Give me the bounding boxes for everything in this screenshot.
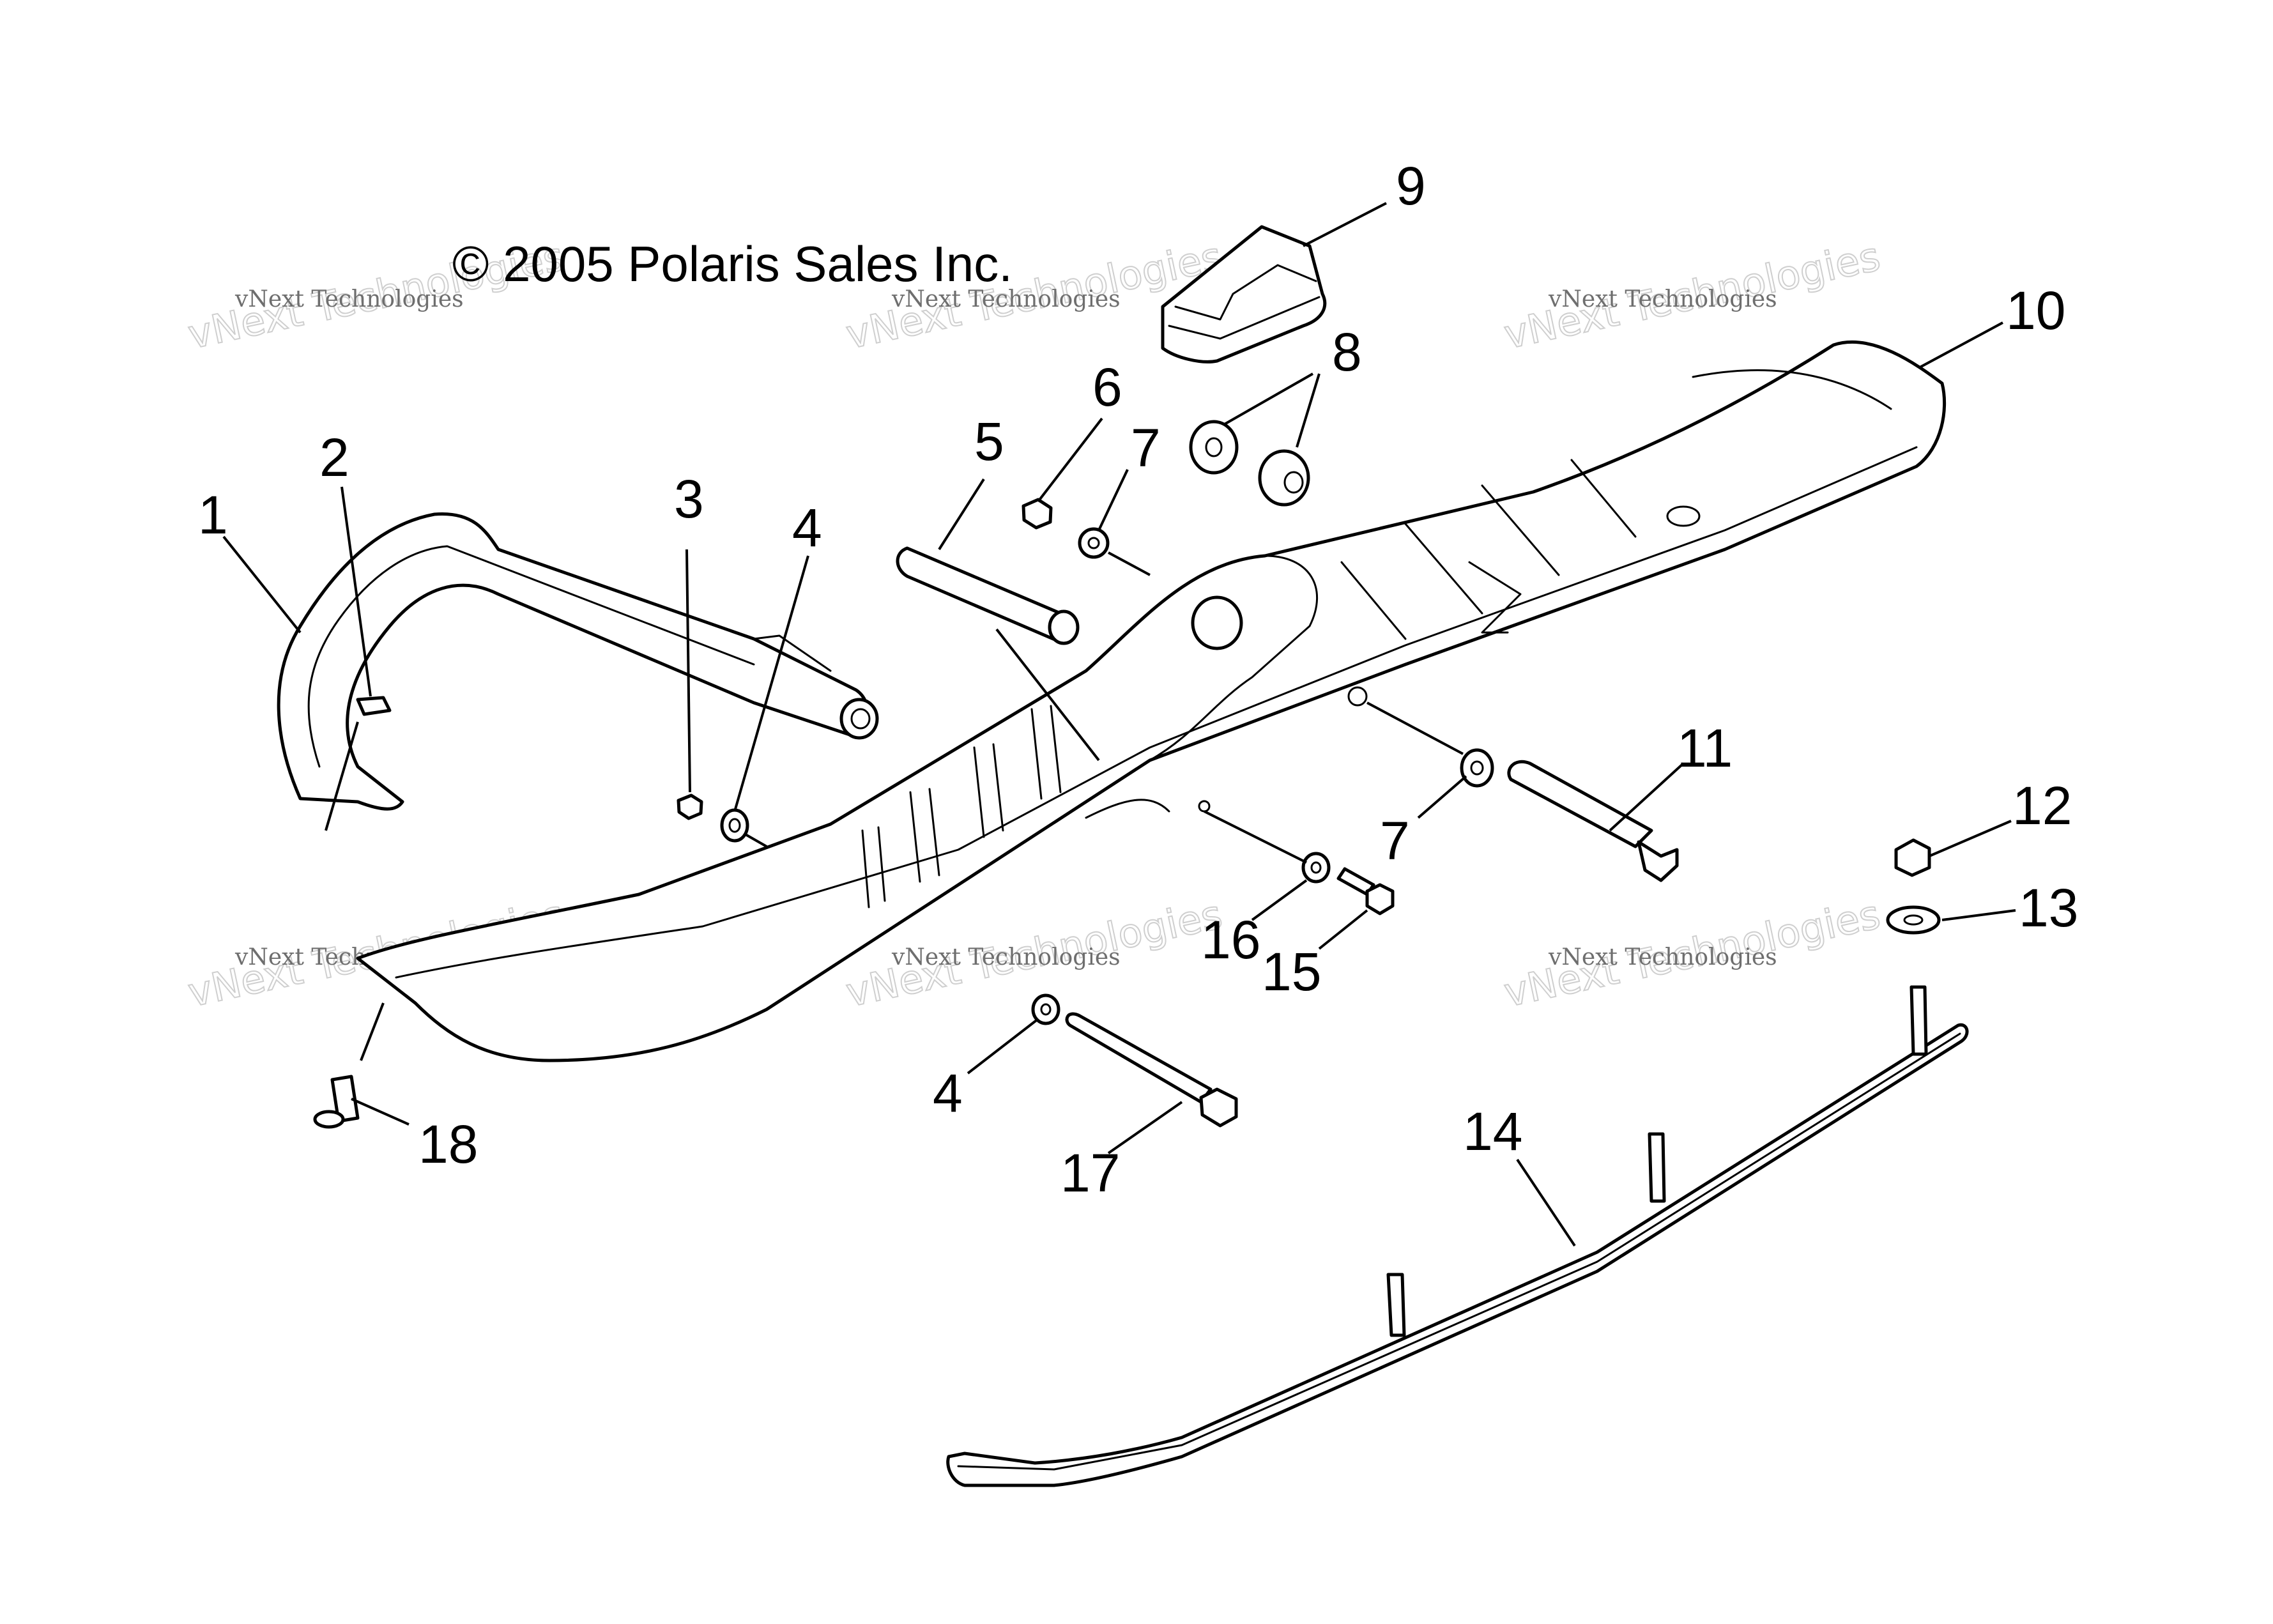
part-4-washer xyxy=(1031,993,1060,1025)
callout-4: 4 xyxy=(792,498,822,558)
part-13-washer xyxy=(1886,905,1941,935)
callout-4-lower: 4 xyxy=(933,1063,963,1123)
callout-9: 9 xyxy=(1396,156,1426,216)
part-10-ski-body xyxy=(356,341,1947,1062)
callout-5: 5 xyxy=(974,411,1004,471)
callout-6: 6 xyxy=(1092,357,1122,417)
leader-lines xyxy=(222,202,2016,1247)
part-15-bolt xyxy=(1336,867,1395,915)
part-11-bolt xyxy=(1507,760,1679,882)
callout-16: 16 xyxy=(1201,910,1260,970)
part-9-bumper xyxy=(1161,225,1327,364)
callout-1: 1 xyxy=(198,485,228,545)
part-3-nut xyxy=(677,793,703,820)
callout-3: 3 xyxy=(674,469,704,529)
part-2-nut xyxy=(356,696,392,716)
callout-14: 14 xyxy=(1463,1101,1522,1161)
callout-18: 18 xyxy=(418,1114,478,1174)
part-7-washer xyxy=(1078,527,1110,559)
watermark-small: vNext Technologies xyxy=(1548,944,1777,970)
part-16-washer xyxy=(1301,852,1331,884)
callout-labels: 1 2 3 4 5 6 7 8 9 10 11 12 13 14 15 16 1… xyxy=(198,156,2078,1203)
callout-13: 13 xyxy=(2019,878,2078,938)
part-8-bushing xyxy=(1189,420,1310,507)
callout-11: 11 xyxy=(1677,718,1733,778)
part-4-washer xyxy=(720,808,749,843)
watermark-small: vNext Technologies xyxy=(891,944,1121,970)
watermark-small: vNext Technologies xyxy=(891,286,1121,312)
part-14-wear-bar xyxy=(946,985,1969,1487)
part-17-bolt xyxy=(1065,1012,1238,1128)
callout-15: 15 xyxy=(1262,942,1321,1002)
callout-10: 10 xyxy=(2006,280,2065,341)
part-5-sleeve xyxy=(896,546,1080,645)
part-12-nut xyxy=(1894,838,1931,877)
part-6-nut xyxy=(1022,498,1053,530)
watermark-small: vNext Technologies xyxy=(234,286,464,312)
callout-2: 2 xyxy=(319,427,349,487)
callout-7-lower: 7 xyxy=(1380,811,1410,871)
part-7-washer xyxy=(1460,748,1494,788)
watermark-small: vNext Technologies xyxy=(1548,286,1777,312)
part-1-ski-loop xyxy=(277,512,879,811)
copyright-notice: © 2005 Polaris Sales Inc. xyxy=(452,236,1013,292)
part-18-rivet xyxy=(313,1075,360,1129)
callout-8: 8 xyxy=(1332,322,1362,382)
callout-12: 12 xyxy=(2012,776,2072,836)
callout-17: 17 xyxy=(1060,1143,1120,1203)
callout-7: 7 xyxy=(1131,418,1161,478)
